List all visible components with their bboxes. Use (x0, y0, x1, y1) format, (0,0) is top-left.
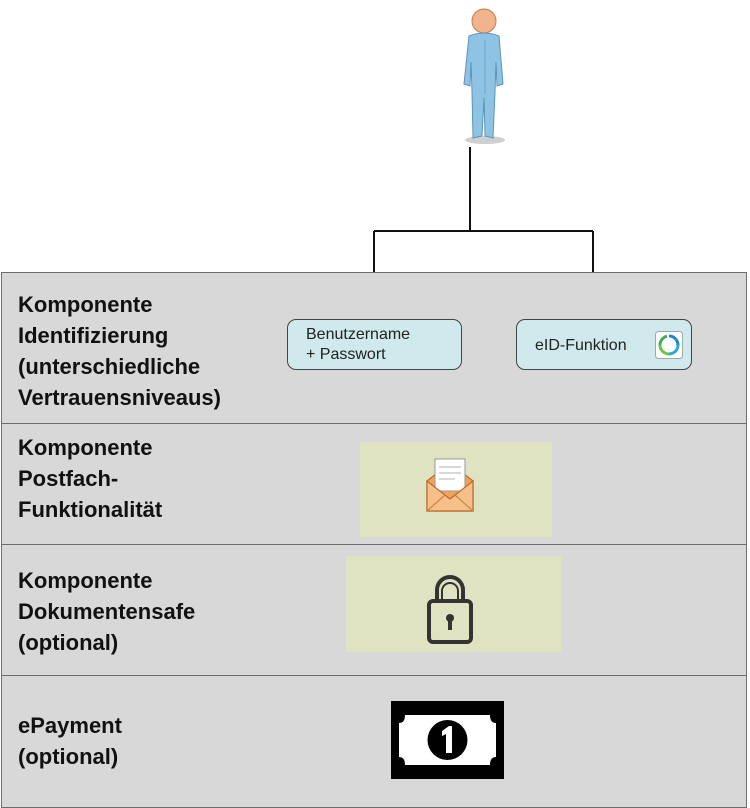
open-envelope-icon (426, 458, 474, 512)
component-label: Komponente Dokumentensafe (optional) (18, 568, 196, 655)
padlock-icon (427, 575, 473, 644)
password-auth-box: Benutzername + Passwort (287, 319, 462, 370)
banknote-one-icon (391, 701, 504, 779)
eid-auth-box: eID-Funktion (516, 319, 692, 370)
password-auth-line1: Benutzername (306, 326, 411, 343)
safe-icon-pad (346, 556, 561, 652)
component-label: Komponente Postfach- Funktionalität (18, 435, 163, 522)
component-epayment: ePayment (optional) (1, 675, 747, 808)
component-label: Komponente Identifizierung (unterschiedl… (18, 292, 221, 410)
password-auth-line2: + Passwort (306, 346, 386, 363)
eid-logo-icon (655, 331, 683, 359)
eid-auth-label: eID-Funktion (535, 337, 627, 354)
person-icon (463, 8, 505, 144)
component-label: ePayment (optional) (18, 713, 122, 769)
